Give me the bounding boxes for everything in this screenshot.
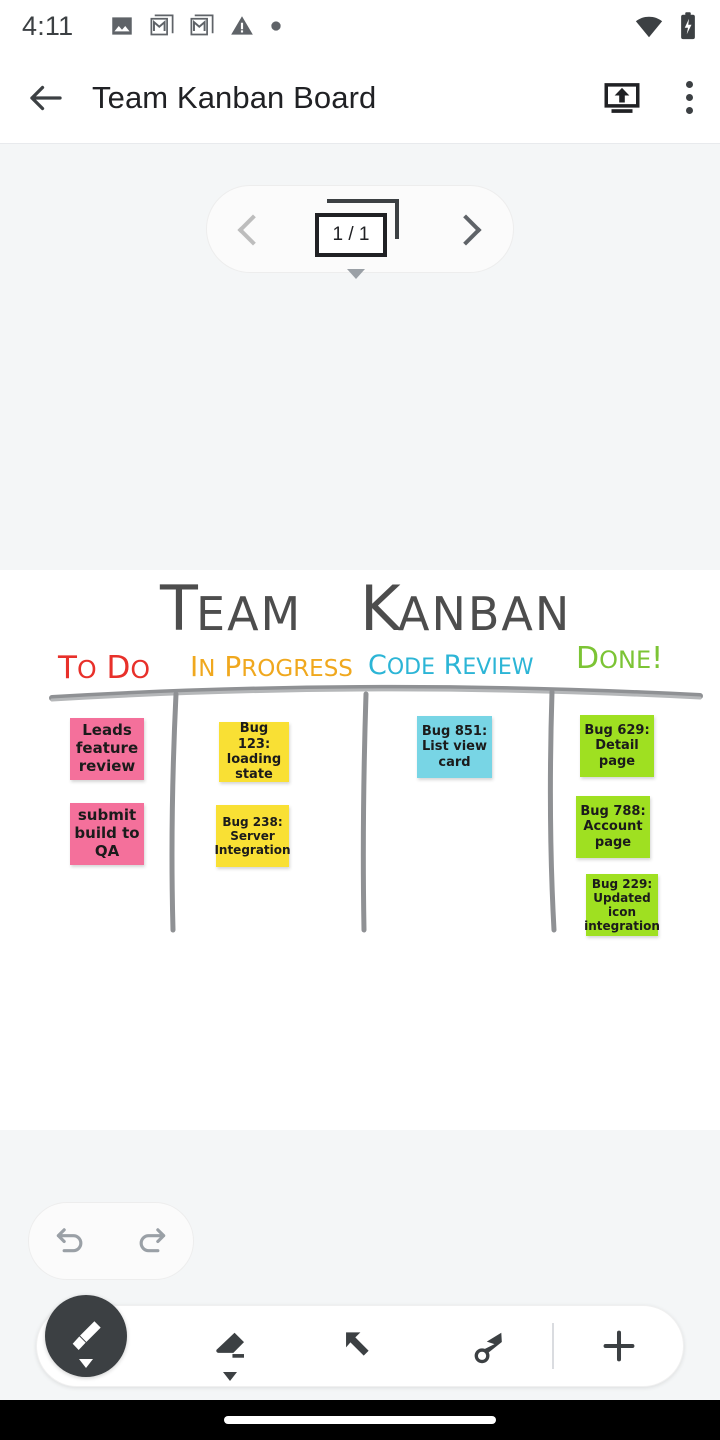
redo-icon (139, 1227, 166, 1252)
expand-frames-caret-icon[interactable] (347, 269, 365, 279)
select-arrow-icon (346, 1332, 369, 1356)
column-header-inprogress: IN PROGRESS (190, 650, 353, 683)
eraser-tool-button[interactable] (166, 1305, 295, 1387)
board-title-part-1b: EAM (196, 587, 302, 641)
sticky-note[interactable]: Bug 123: loading state (219, 721, 289, 783)
column-header-todo: TO DO (57, 650, 150, 686)
status-bar: 4:11 (0, 0, 720, 52)
pen-icon (72, 1321, 101, 1350)
next-frame-button[interactable] (453, 212, 487, 246)
sticky-note-text: Bug 788: Account page (580, 804, 646, 850)
column-header-codereview: CODE REVIEW (368, 650, 534, 681)
sticky-note[interactable]: Bug 229: Updated icon integration (584, 874, 660, 936)
gmail-icon (150, 14, 174, 36)
board-header-divider (49, 684, 703, 701)
laser-pointer-icon (474, 1332, 502, 1364)
sticky-note[interactable]: Bug 629: Detail page (580, 715, 654, 777)
board-header-divider-shade (50, 688, 702, 702)
board-title-part-2: K (360, 572, 402, 645)
wifi-icon (635, 16, 663, 38)
sticky-note[interactable]: Bug 851: List view card (417, 716, 492, 778)
pen-tool-button[interactable] (37, 1295, 166, 1387)
sticky-note-text: Bug 123: loading state (226, 721, 282, 783)
status-bar-left: 4:11 (22, 11, 634, 42)
board-drawing[interactable]: T EAM K ANBAN TO DO IN PROGRESS CODE REV… (0, 570, 720, 1130)
undo-icon (56, 1227, 83, 1252)
present-to-screen-icon (604, 82, 640, 113)
board-title-part-1: T (159, 572, 199, 645)
column-divider-1 (169, 691, 179, 933)
page-title: Team Kanban Board (92, 79, 377, 115)
sticky-note[interactable]: Bug 238: Server Integration (214, 805, 291, 867)
drawing-toolbar (36, 1295, 684, 1387)
warning-icon (231, 16, 254, 35)
more-vertical-icon (685, 81, 693, 114)
column-divider-3 (547, 689, 557, 933)
overflow-menu-button[interactable] (658, 81, 720, 114)
frame-navigator: 1 / 1 (206, 185, 514, 273)
frame-stack-icon (327, 199, 399, 239)
back-arrow-icon (30, 85, 62, 110)
plus-icon (603, 1330, 635, 1362)
status-time: 4:11 (22, 10, 74, 41)
previous-frame-button[interactable] (233, 212, 267, 246)
gmail-icon (190, 14, 214, 36)
home-gesture-bar[interactable] (224, 1416, 496, 1424)
present-button[interactable] (586, 77, 658, 119)
sticky-note-text: Bug 229: Updated icon integration (584, 876, 660, 934)
eraser-options-caret-icon[interactable] (223, 1372, 238, 1381)
redo-button[interactable] (132, 1219, 172, 1264)
select-tool-button[interactable] (295, 1305, 424, 1387)
dot-icon (271, 21, 282, 31)
sticky-note-text: submit build to QA (74, 806, 140, 860)
pen-tool-selected-indicator (45, 1295, 127, 1377)
column-divider-2 (360, 691, 369, 933)
battery-charging-icon (681, 12, 695, 40)
photo-icon (112, 17, 133, 35)
whiteboard-canvas[interactable]: 1 / 1 T EAM K ANBAN TO DO IN PROGRESS CO… (0, 145, 720, 1400)
sticky-note-text: Leads feature review (75, 721, 139, 775)
status-bar-right (634, 11, 698, 41)
app-bar: Team Kanban Board (0, 52, 720, 144)
column-header-done: DONE! (576, 641, 663, 676)
laser-tool-button[interactable] (423, 1305, 552, 1387)
pen-options-caret-icon[interactable] (79, 1359, 93, 1368)
sticky-note-text: Bug 629: Detail page (584, 723, 650, 769)
sticky-note-text: Bug 238: Server Integration (214, 814, 291, 858)
sticky-note[interactable]: Leads feature review (70, 718, 144, 780)
eraser-icon (216, 1332, 245, 1358)
back-button[interactable] (0, 77, 92, 119)
system-navigation-bar (0, 1400, 720, 1440)
add-tool-button[interactable] (554, 1305, 683, 1387)
sticky-note[interactable]: submit build to QA (70, 803, 144, 865)
undo-button[interactable] (50, 1219, 90, 1264)
frame-counter: 1 / 1 (315, 213, 387, 257)
sticky-note[interactable]: Bug 788: Account page (576, 796, 650, 858)
board-title-part-2b: ANBAN (398, 587, 571, 641)
history-controls (28, 1202, 194, 1280)
toolbar-divider (552, 1323, 555, 1369)
sticky-note-text: Bug 851: List view card (421, 724, 488, 770)
frame-indicator[interactable]: 1 / 1 (315, 199, 405, 259)
board-ink-layer: T EAM K ANBAN TO DO IN PROGRESS CODE REV… (49, 572, 703, 933)
